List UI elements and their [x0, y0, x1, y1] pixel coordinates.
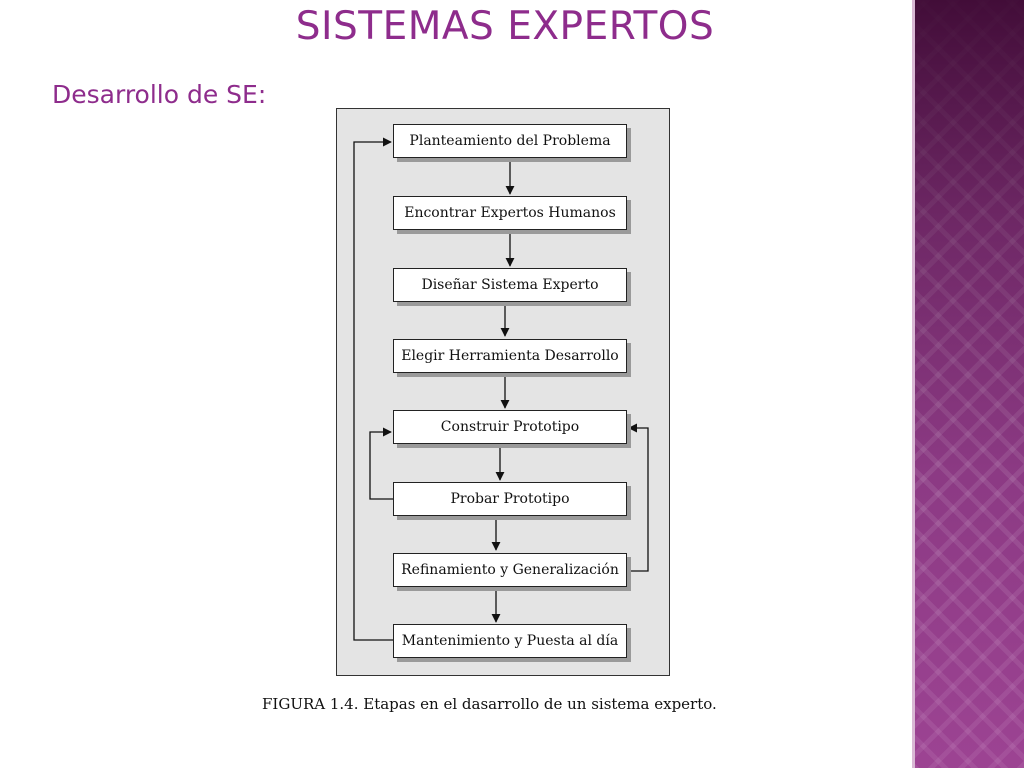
step-planteamiento-problema: Planteamiento del Problema [393, 124, 627, 158]
step-mantenimiento-puesta: Mantenimiento y Puesta al día [393, 624, 627, 658]
step-disenar-sistema: Diseñar Sistema Experto [393, 268, 627, 302]
step-construir-prototipo: Construir Prototipo [393, 410, 627, 444]
step-refinamiento-generalizacion: Refinamiento y Generalización [393, 553, 627, 587]
loop-refinamiento-to-construir [627, 423, 649, 572]
decorative-side-band [912, 0, 1024, 768]
slide-subtitle: Desarrollo de SE: [52, 80, 267, 109]
step-encontrar-expertos: Encontrar Expertos Humanos [393, 196, 627, 230]
step-probar-prototipo: Probar Prototipo [393, 482, 627, 516]
side-band-edge [912, 0, 915, 768]
figure-caption: FIGURA 1.4. Etapas en el dasarrollo de u… [262, 695, 717, 713]
loop-probar-to-construir [369, 427, 393, 500]
slide-title: SISTEMAS EXPERTOS [295, 4, 715, 49]
loop-mantenimiento-to-planteamiento [353, 137, 393, 641]
step-elegir-herramienta: Elegir Herramienta Desarrollo [393, 339, 627, 373]
